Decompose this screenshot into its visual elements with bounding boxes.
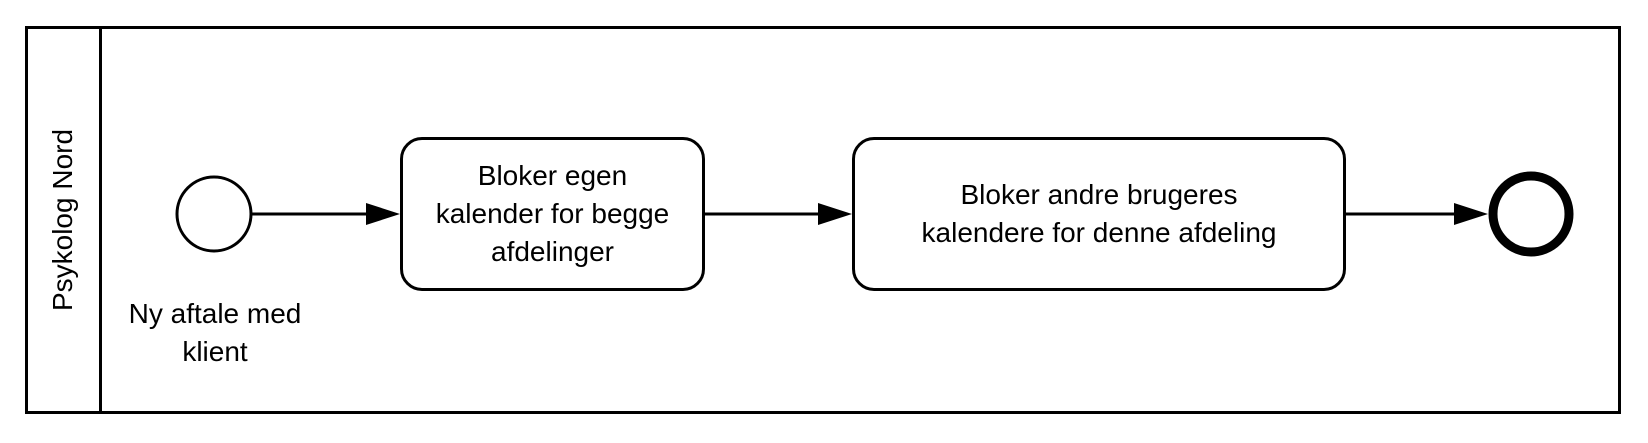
task-label: Bloker andre brugeres kalendere for denn… xyxy=(921,179,1277,248)
task-bloker-andre-kalendere[interactable]: Bloker andre brugeres kalendere for denn… xyxy=(852,137,1346,291)
pool-header xyxy=(25,26,102,414)
start-event-circle[interactable] xyxy=(175,175,253,253)
sequence-flow-arrowhead-1 xyxy=(366,203,400,225)
sequence-flow-arrowhead-3 xyxy=(1454,203,1488,225)
start-event-label: Ny aftale med klient xyxy=(128,298,302,367)
end-event-circle[interactable] xyxy=(1488,171,1574,257)
task-bloker-egen-kalender[interactable]: Bloker egen kalender for begge afdelinge… xyxy=(400,137,705,291)
sequence-flow-arrowhead-2 xyxy=(818,203,852,225)
task-label: Bloker egen kalender for begge afdelinge… xyxy=(435,160,670,267)
